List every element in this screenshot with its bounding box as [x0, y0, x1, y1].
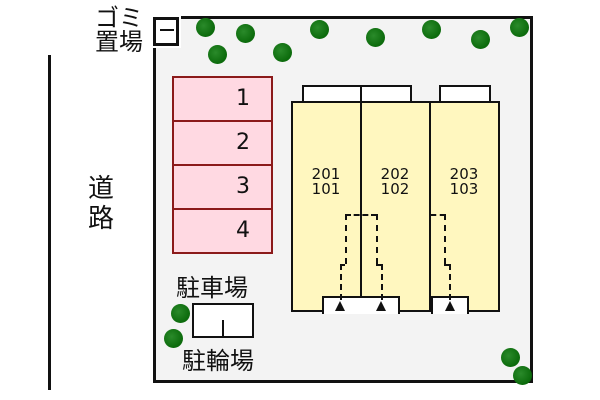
- unit-number-upper: 203: [449, 165, 479, 183]
- tree-icon: [501, 348, 520, 367]
- bicycle-parking-leader-line: [222, 320, 224, 338]
- access-path: [444, 264, 449, 266]
- garbage-area-leader-line: [160, 29, 174, 31]
- parking-space-4: 4: [172, 208, 273, 254]
- unit-label-2: 202 102: [365, 167, 425, 197]
- unit-number-lower: 102: [380, 180, 410, 198]
- entrance-arrow-icon: [376, 301, 386, 311]
- access-path: [376, 264, 381, 266]
- tree-icon: [422, 20, 441, 39]
- access-path: [345, 214, 347, 264]
- access-path: [431, 214, 445, 216]
- tree-icon: [513, 366, 532, 385]
- parking-space-2: 2: [172, 120, 273, 166]
- road-line: [48, 55, 51, 390]
- unit-number-upper: 201: [311, 165, 341, 183]
- access-path: [345, 214, 377, 216]
- entrance-arrow-icon: [445, 301, 455, 311]
- unit-label-3: 203 103: [434, 167, 494, 197]
- parking-space-1: 1: [172, 76, 273, 122]
- unit-column-2: [360, 101, 431, 312]
- road-label-char-2: 路: [87, 204, 114, 234]
- parking-space-number: 3: [236, 174, 250, 199]
- tree-icon: [273, 43, 292, 62]
- road-label-char-1: 道: [87, 174, 114, 204]
- parking-space-3: 3: [172, 164, 273, 210]
- entrance-arrow-icon: [335, 301, 345, 311]
- access-path: [449, 264, 451, 300]
- unit-column-1: [291, 101, 362, 312]
- garbage-area: [151, 15, 181, 48]
- unit-number-lower: 103: [449, 180, 479, 198]
- access-path: [376, 214, 378, 264]
- garbage-label-line-2: 置場: [95, 28, 143, 56]
- road-label: 道 路: [86, 174, 116, 234]
- access-path: [340, 264, 345, 266]
- tree-icon: [171, 304, 190, 323]
- garbage-area-label: ゴミ 置場: [95, 6, 143, 54]
- unit-number-lower: 101: [311, 180, 341, 198]
- tree-icon: [164, 329, 183, 348]
- tree-icon: [208, 45, 227, 64]
- access-path: [381, 264, 383, 300]
- tree-icon: [366, 28, 385, 47]
- garbage-label-line-1: ゴミ: [95, 4, 143, 32]
- tree-icon: [196, 18, 215, 37]
- parking-lot: 1 2 3 4: [172, 76, 273, 254]
- unit-number-upper: 202: [380, 165, 410, 183]
- tree-icon: [471, 30, 490, 49]
- parking-space-number: 1: [236, 86, 250, 111]
- access-path: [444, 214, 446, 264]
- bicycle-parking-label: 駐輪場: [182, 347, 254, 375]
- tree-icon: [510, 18, 529, 37]
- tree-icon: [236, 24, 255, 43]
- unit-column-3: [429, 101, 500, 312]
- entrance-notch-1: [322, 296, 400, 314]
- parking-space-number: 2: [236, 130, 250, 155]
- access-path: [340, 264, 342, 300]
- parking-label: 駐車場: [176, 274, 248, 302]
- parking-space-number: 4: [236, 218, 250, 243]
- tree-icon: [310, 20, 329, 39]
- unit-label-1: 201 101: [296, 167, 356, 197]
